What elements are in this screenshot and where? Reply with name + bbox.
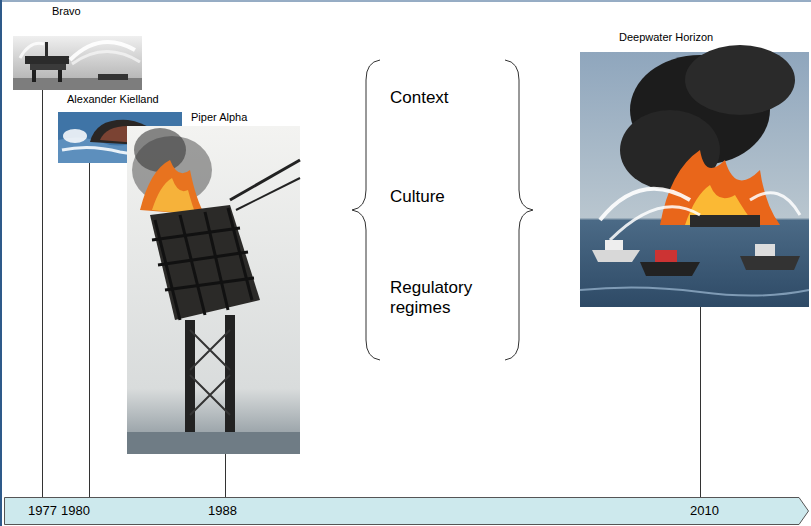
frame-border	[0, 1, 811, 2]
deepwater-horizon-photo	[580, 45, 809, 307]
deepwater-horizon-photo	[685, 45, 795, 115]
factor-label: Regulatory regimes	[390, 278, 490, 318]
piper-alpha-photo	[190, 330, 230, 415]
piper-alpha-photo	[134, 128, 186, 172]
piper-alpha-photo	[150, 205, 260, 320]
event-photo: Piper Alpha	[127, 110, 300, 454]
bravo-photo	[20, 43, 44, 58]
bravo-photo	[58, 70, 62, 82]
deepwater-horizon-photo	[690, 215, 760, 227]
deepwater-horizon-photo	[580, 287, 809, 295]
brace	[352, 60, 533, 360]
deepwater-horizon-photo	[655, 250, 677, 262]
photo-caption: Piper Alpha	[127, 110, 300, 124]
bravo-photo	[30, 64, 66, 70]
deepwater-horizon-photo	[740, 256, 800, 270]
event-photo: Alexander Kielland	[58, 92, 182, 163]
timeline-band: 19771980 1988 2010	[4, 497, 809, 525]
kielland-photo	[63, 129, 87, 143]
deepwater-horizon-photo	[660, 150, 780, 225]
timeline-connector	[700, 307, 701, 497]
timeline-connector	[42, 90, 43, 497]
piper-alpha-photo	[127, 432, 300, 454]
deepwater-horizon-photo	[605, 240, 623, 250]
deepwater-horizon-photo	[600, 189, 690, 220]
photo-caption: Alexander Kielland	[58, 92, 182, 106]
event-photo: Deepwater Horizon	[580, 30, 809, 307]
piper-alpha-photo	[127, 126, 300, 454]
brace	[352, 60, 380, 360]
bravo-photo	[98, 74, 128, 80]
year-label: 1988	[208, 503, 237, 519]
frame-border	[0, 0, 2, 526]
piper-alpha-photo	[236, 178, 300, 210]
timeline-connector	[89, 163, 90, 497]
bravo-photo	[13, 36, 142, 90]
piper-alpha-photo	[127, 126, 300, 454]
timeline-arrow	[4, 497, 809, 525]
photo-caption: Bravo	[13, 4, 142, 18]
year-label: 1980	[61, 503, 90, 519]
bravo-photo	[13, 36, 142, 90]
deepwater-horizon-photo	[755, 244, 775, 256]
factor-label: Culture	[390, 187, 500, 207]
timeline-arrow	[5, 498, 809, 525]
photo-caption: Deepwater Horizon	[580, 30, 809, 44]
bravo-photo	[72, 51, 140, 64]
piper-alpha-photo	[190, 330, 230, 415]
factor-label: Context	[390, 88, 500, 108]
piper-alpha-photo	[152, 178, 196, 215]
bravo-photo	[45, 42, 48, 56]
deepwater-horizon-photo	[750, 193, 800, 215]
bravo-photo	[25, 56, 69, 64]
deepwater-horizon-photo	[640, 262, 700, 276]
year-label: 2010	[690, 503, 719, 519]
piper-alpha-photo	[152, 208, 254, 320]
piper-alpha-photo	[140, 160, 205, 215]
deepwater-horizon-photo	[610, 207, 700, 240]
year-label: 1977	[28, 503, 57, 519]
deepwater-horizon-photo	[592, 250, 640, 262]
timeline-connector	[225, 454, 226, 497]
piper-alpha-photo	[152, 228, 254, 290]
event-photo: Bravo	[13, 4, 142, 90]
bravo-photo	[32, 70, 36, 82]
brace	[505, 60, 533, 360]
piper-alpha-photo	[230, 160, 300, 200]
